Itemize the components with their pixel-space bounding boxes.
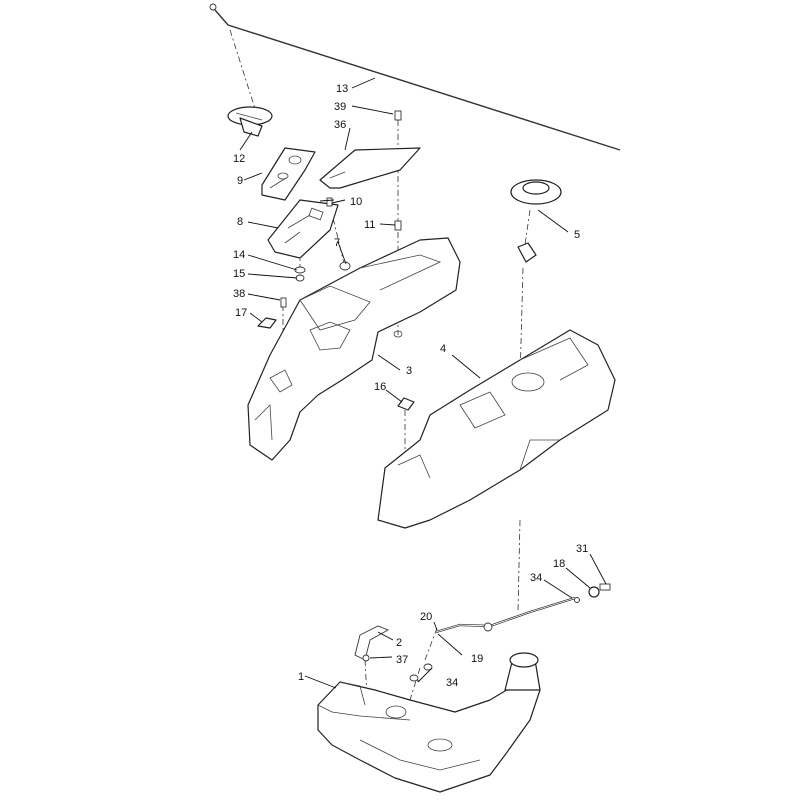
callout-16: 16 [374,381,386,393]
callout-34-lower: 34 [446,677,458,689]
callout-4: 4 [440,343,446,355]
hardware-small [280,110,402,308]
callout-34-upper: 34 [530,572,542,584]
part-8-plate [267,199,339,259]
part-13-rod [209,3,621,151]
part-2-bracket [354,625,390,661]
part-3-console [247,237,461,461]
callout-36: 36 [334,119,346,131]
callout-15: 15 [233,268,245,280]
callout-7: 7 [334,237,340,249]
callout-2: 2 [396,637,402,649]
callout-1: 1 [298,671,304,683]
part-36-cover [319,147,421,189]
callout-labels: 13 39 36 12 9 10 8 11 5 7 14 15 38 17 4 … [233,83,588,689]
callout-11: 11 [364,219,375,231]
callout-17: 17 [235,307,247,319]
callout-31: 31 [576,543,588,555]
part-16-pad [397,397,415,411]
callout-38: 38 [233,288,245,300]
callout-20: 20 [420,611,432,623]
part-4-body [377,329,616,529]
fuel-hose [435,596,576,634]
callout-13: 13 [336,83,348,95]
callout-39: 39 [334,101,346,113]
callout-9: 9 [237,175,243,187]
callout-5: 5 [574,229,580,241]
clamps-34 [362,654,433,682]
part-18-31-valve [574,583,611,603]
callout-19: 19 [471,653,483,665]
callout-3: 3 [406,365,412,377]
callout-14: 14 [233,249,245,261]
callout-10: 10 [350,196,362,208]
callout-18: 18 [553,558,565,570]
leader-lines [239,77,607,689]
part-9-plate [261,147,316,201]
part-17-pad [257,317,277,329]
callout-12: 12 [233,153,245,165]
callout-37: 37 [396,654,408,666]
filler-neck [504,652,541,691]
part-12-knob [227,106,273,137]
callout-8: 8 [237,216,243,228]
part-5-cap [510,179,562,263]
